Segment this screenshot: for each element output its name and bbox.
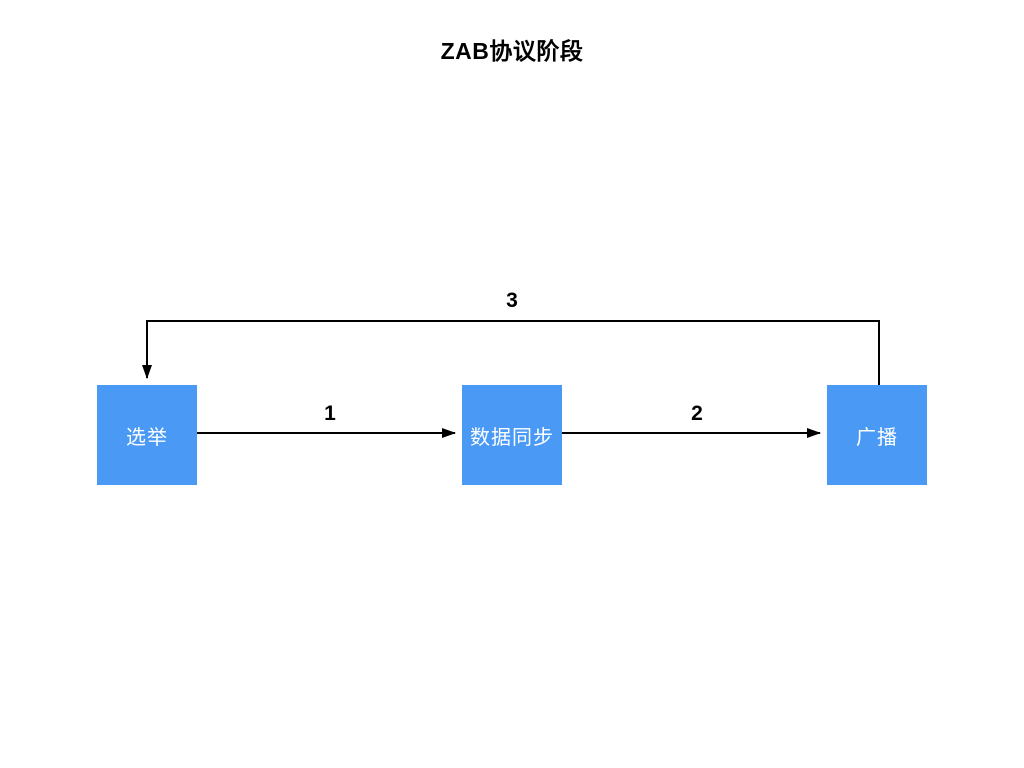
edge-label-2: 2 bbox=[691, 402, 703, 425]
node-data-sync-label: 数据同步 bbox=[470, 426, 554, 449]
node-election-label: 选举 bbox=[126, 426, 168, 449]
edge-broadcast-to-election bbox=[142, 320, 880, 385]
node-data-sync[interactable]: 数据同步 bbox=[462, 385, 562, 485]
node-broadcast[interactable]: 广播 bbox=[827, 385, 927, 485]
diagram-title: ZAB协议阶段 bbox=[440, 38, 584, 64]
node-broadcast-label: 广播 bbox=[856, 426, 898, 449]
edge-label-1: 1 bbox=[324, 402, 336, 425]
node-election[interactable]: 选举 bbox=[97, 385, 197, 485]
edge-label-3: 3 bbox=[506, 289, 518, 312]
